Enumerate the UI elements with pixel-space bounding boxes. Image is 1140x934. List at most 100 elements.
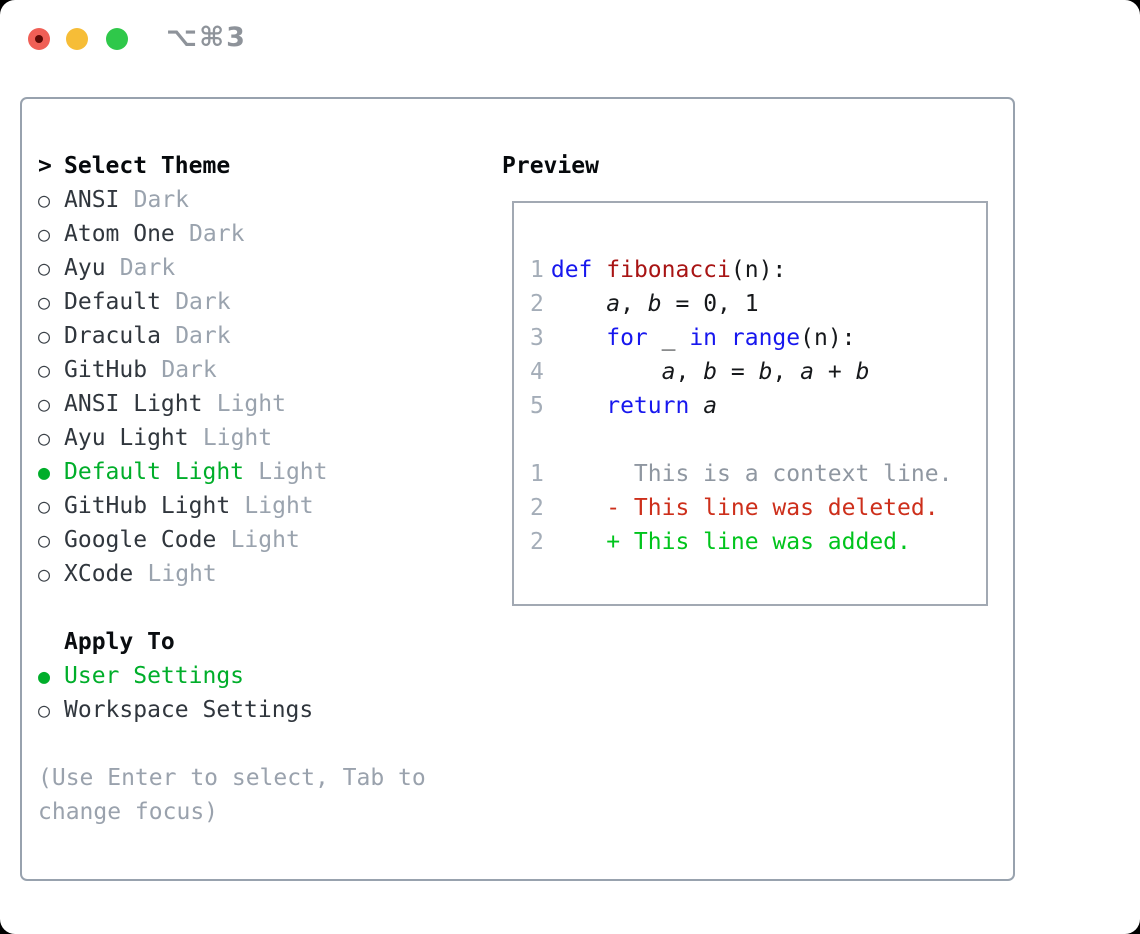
code-segment: a [800,359,815,385]
theme-option[interactable]: ○ ANSI Light Light [38,387,498,421]
code-segment: (n): [730,257,787,283]
preview-title: Preview [502,153,599,179]
apply-to-option[interactable]: ○Workspace Settings [38,693,498,727]
radio-icon: ○ [38,528,51,552]
theme-option[interactable]: ○ Google Code Light [38,523,498,557]
theme-option-name: Default [64,289,161,315]
preview-line: 4 a, b = b, a + b [530,355,986,389]
preview-line: 3 for _ in range(n): [530,321,986,355]
theme-option-name: Default Light [64,459,245,485]
code-segment: a [606,291,621,317]
radio-icon: ○ [38,392,51,416]
theme-picker-title: Select Theme [64,153,231,179]
code-segment: in [689,325,718,351]
radio-icon: ○ [38,494,51,518]
code-segment: b [703,359,718,385]
radio-icon: ○ [38,426,51,450]
preview-line: 5 return a [530,389,986,423]
apply-to-title: Apply To [64,629,175,655]
code-segment: range [730,325,801,351]
preview-blank-line [530,423,986,457]
radio-icon: ○ [38,324,51,348]
theme-option-name: Dracula [64,323,161,349]
radio-icon: ● [38,460,51,484]
line-number: 2 [530,291,544,317]
radio-icon: ○ [38,222,51,246]
theme-option[interactable]: ● Default Light Light [38,455,498,489]
code-segment [551,325,606,351]
theme-option-name: Ayu [64,255,106,281]
theme-option-name: GitHub Light [64,493,231,519]
code-segment: for [606,325,648,351]
hint-text-line-2: change focus) [38,799,219,825]
theme-option-variant: Light [230,527,300,553]
maximize-button[interactable] [106,28,128,50]
code-segment [592,257,606,283]
apply-to-list: ●User Settings○Workspace Settings [38,659,498,727]
theme-option-name: Atom One [64,221,175,247]
code-segment: + This line was added. [606,529,911,555]
theme-option-name: GitHub [64,357,148,383]
code-segment: a [661,359,676,385]
theme-option[interactable]: ○ Atom One Dark [38,217,498,251]
theme-option-variant: Dark [189,221,245,247]
theme-option-name: Google Code [64,527,217,553]
code-segment: def [550,257,593,283]
code-segment: , [620,291,648,317]
code-segment [551,495,606,521]
apply-to-option[interactable]: ●User Settings [38,659,498,693]
preview-line: 2 a, b = 0, 1 [530,287,986,321]
preview-header: Preview [502,149,599,183]
radio-icon: ○ [38,256,51,280]
line-number: 1 [530,461,544,487]
theme-option[interactable]: ○ Ayu Dark [38,251,498,285]
preview-line: 2 - This line was deleted. [530,491,986,525]
theme-option-name: Ayu Light [64,425,189,451]
line-number: 1 [530,257,544,283]
radio-icon: ○ [38,290,51,314]
window-shortcut-label: ⌥⌘3 [166,22,247,53]
preview-line: 2 + This line was added. [530,525,986,559]
theme-option-variant: Light [258,459,328,485]
code-segment: b [855,359,870,385]
theme-picker-header: > Select Theme [38,149,498,183]
line-number: 3 [530,325,544,351]
theme-option-name: XCode [64,561,134,587]
radio-icon: ○ [38,358,51,382]
theme-option-variant: Light [216,391,286,417]
theme-option-variant: Dark [175,289,231,315]
line-number: 2 [530,529,544,555]
theme-option[interactable]: ○ GitHub Light Light [38,489,498,523]
close-button[interactable] [28,28,50,50]
theme-option-variant: Dark [175,323,231,349]
code-segment: , [675,359,704,385]
theme-option-variant: Dark [119,255,176,281]
theme-option-name: ANSI Light [64,391,203,417]
minimize-button[interactable] [66,28,88,50]
code-segment: b [758,359,773,385]
window-titlebar: ⌥⌘3 [0,0,1140,78]
spacer-row [38,591,498,625]
line-number: 4 [530,359,544,385]
theme-option[interactable]: ○ Default Dark [38,285,498,319]
theme-option-variant: Dark [133,187,190,213]
hint-text-line-1: (Use Enter to select, Tab to [38,765,426,791]
theme-option-variant: Light [147,561,217,587]
code-segment: b [647,291,662,317]
code-segment: = [717,359,759,385]
theme-option-variant: Dark [161,357,217,383]
theme-option[interactable]: ○ Dracula Dark [38,319,498,353]
theme-option-variant: Light [244,493,314,519]
theme-option[interactable]: ○ GitHub Dark [38,353,498,387]
close-active-dot-icon [35,35,43,43]
